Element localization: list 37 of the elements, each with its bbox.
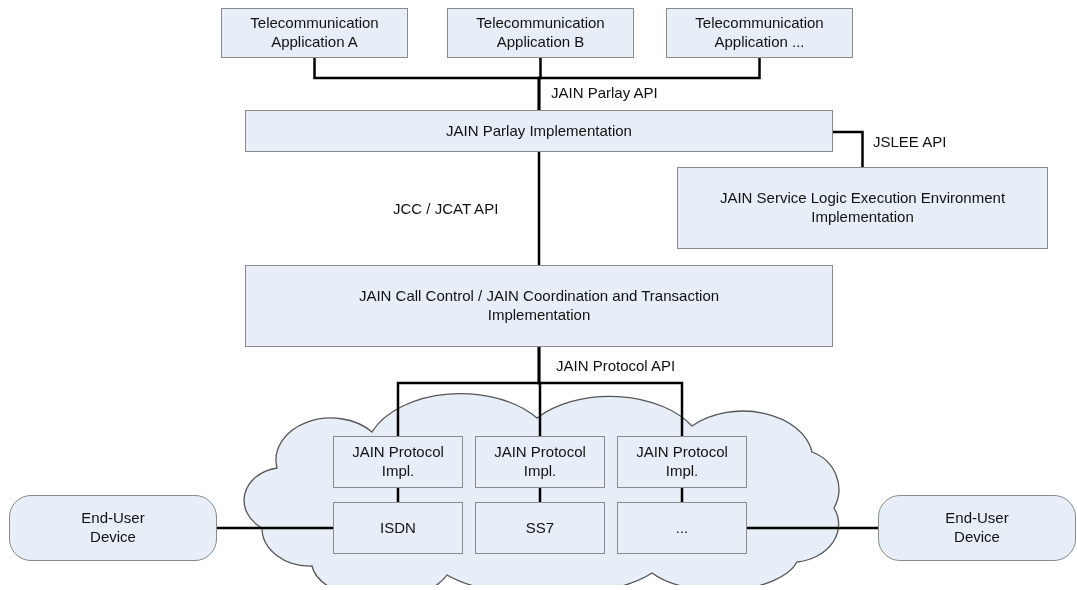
connector-line: [538, 488, 542, 502]
implementation-box: [245, 110, 833, 152]
connector-line: [833, 130, 864, 167]
protocol-box: [617, 436, 747, 488]
node-text: Telecommunication Application A: [249, 14, 380, 52]
device-box: [9, 495, 217, 561]
connector-line: [537, 347, 684, 436]
node-text: Telecommunication Application B: [475, 14, 606, 52]
node-text: JAIN Protocol Impl.: [635, 443, 729, 481]
device-box: [878, 495, 1076, 561]
node-text: JAIN Protocol Impl.: [351, 443, 445, 481]
connector-line: [680, 488, 684, 502]
connector-line: [217, 526, 333, 530]
connector-line: [537, 152, 541, 265]
connector-line: [396, 488, 400, 502]
node-text: JAIN Parlay Implementation: [446, 121, 632, 141]
node-text: JAIN Protocol Impl.: [493, 443, 587, 481]
implementation-box: [677, 167, 1048, 249]
connector-line: [747, 526, 878, 530]
node-text: JAIN Call Control / JAIN Coordination and Transaction Implementation: [357, 287, 721, 325]
network-box: [617, 502, 747, 554]
node-text: JAIN Service Logic Execution Environment Implementation: [718, 189, 1007, 227]
node-text: End-User Device: [944, 509, 1010, 547]
node-text: ISDN: [380, 518, 416, 538]
node-text: End-User Device: [80, 509, 146, 547]
application-box: [447, 8, 634, 58]
network-box: [475, 502, 605, 554]
application-box: [666, 8, 853, 58]
node-text: ...: [675, 518, 689, 538]
node-text: SS7: [525, 518, 555, 538]
network-box: [333, 502, 463, 554]
protocol-box: [475, 436, 605, 488]
implementation-box: [245, 265, 833, 347]
node-text: Telecommunication Application ...: [694, 14, 825, 52]
connector-line: [537, 58, 761, 110]
application-box: [221, 8, 408, 58]
protocol-box: [333, 436, 463, 488]
